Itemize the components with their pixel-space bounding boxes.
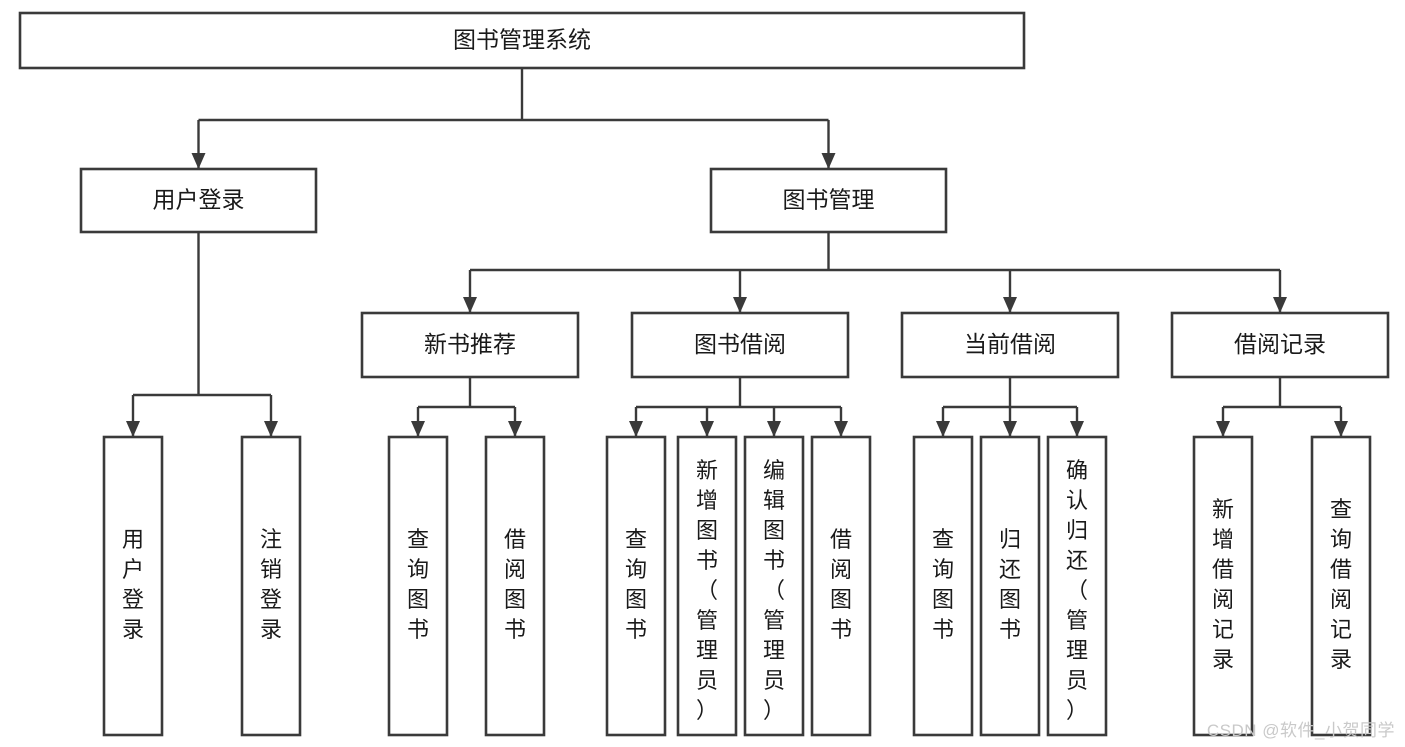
arrow-leaf-return-book	[1003, 421, 1017, 437]
node-label-leaf-query-book-rec: 查询图书	[407, 527, 429, 642]
arrow-leaf-add-book-admin	[700, 421, 714, 437]
node-label-leaf-logout-login: 注销登录	[260, 527, 282, 642]
arrow-leaf-borrow-book-rec	[508, 421, 522, 437]
node-label-root: 图书管理系统	[453, 27, 591, 53]
node-box-leaf-query-borrow-record	[1310, 435, 1372, 737]
arrow-leaf-query-book-rec	[411, 421, 425, 437]
node-leaf-user-login[interactable]: 用户登录	[102, 435, 164, 737]
node-label-leaf-return-book: 归还图书	[999, 527, 1021, 642]
node-label-leaf-query-book-borrow: 查询图书	[625, 527, 647, 642]
node-box-book-manage	[709, 167, 948, 234]
node-label-leaf-query-borrow-record: 查询借阅记录	[1330, 497, 1352, 672]
node-leaf-query-book-rec[interactable]: 查询图书	[387, 435, 449, 737]
node-label-leaf-add-borrow-record: 新增借阅记录	[1212, 497, 1234, 672]
node-label-leaf-user-login: 用户登录	[122, 527, 144, 642]
node-leaf-add-book-admin[interactable]: 新增图书（管理员）	[676, 435, 738, 737]
node-box-leaf-user-login	[102, 435, 164, 737]
node-leaf-borrow-book-rec[interactable]: 借阅图书	[484, 435, 546, 737]
node-leaf-confirm-return-admin[interactable]: 确认归还（管理员）	[1046, 435, 1108, 737]
node-box-leaf-query-book-borrow	[605, 435, 667, 737]
watermark-text: CSDN @软件_小贺同学	[1206, 721, 1395, 740]
node-leaf-add-borrow-record[interactable]: 新增借阅记录	[1192, 435, 1254, 737]
node-label-leaf-query-book-cur: 查询图书	[932, 527, 954, 642]
node-label-book-manage: 图书管理	[783, 187, 875, 213]
arrow-user-login	[191, 153, 206, 169]
arrow-book-manage	[821, 153, 836, 169]
node-leaf-query-borrow-record[interactable]: 查询借阅记录	[1310, 435, 1372, 737]
node-new-book-recommend[interactable]: 新书推荐	[360, 311, 580, 379]
node-label-user-login: 用户登录	[153, 187, 245, 213]
node-box-user-login	[79, 167, 318, 234]
node-leaf-return-book[interactable]: 归还图书	[979, 435, 1041, 737]
node-borrow-record[interactable]: 借阅记录	[1170, 311, 1390, 379]
arrow-leaf-edit-book-admin	[767, 421, 781, 437]
node-box-leaf-query-book-rec	[387, 435, 449, 737]
node-box-leaf-logout-login	[240, 435, 302, 737]
node-box-leaf-confirm-return-admin	[1046, 435, 1108, 737]
node-box-borrow-record	[1170, 311, 1390, 379]
node-label-new-book-recommend: 新书推荐	[424, 331, 516, 357]
node-label-leaf-edit-book-admin: 编辑图书（管理员）	[763, 458, 785, 723]
node-box-leaf-add-book-admin	[676, 435, 738, 737]
arrow-leaf-query-book-cur	[936, 421, 950, 437]
node-leaf-query-book-cur[interactable]: 查询图书	[912, 435, 974, 737]
node-leaf-logout-login[interactable]: 注销登录	[240, 435, 302, 737]
arrow-leaf-query-book-borrow	[629, 421, 643, 437]
node-box-leaf-query-book-cur	[912, 435, 974, 737]
node-user-login[interactable]: 用户登录	[79, 167, 318, 234]
node-box-root	[18, 11, 1026, 70]
node-book-manage[interactable]: 图书管理	[709, 167, 948, 234]
node-box-leaf-borrow-book-rec	[484, 435, 546, 737]
node-label-book-borrow: 图书借阅	[694, 331, 786, 357]
node-label-borrow-record: 借阅记录	[1234, 331, 1326, 357]
node-label-leaf-borrow-book-rec: 借阅图书	[504, 527, 526, 642]
node-box-leaf-add-borrow-record	[1192, 435, 1254, 737]
arrow-borrow-record	[1273, 297, 1287, 313]
node-root[interactable]: 图书管理系统	[18, 11, 1026, 70]
node-book-borrow[interactable]: 图书借阅	[630, 311, 850, 379]
node-leaf-query-book-borrow[interactable]: 查询图书	[605, 435, 667, 737]
arrow-new-book-recommend	[463, 297, 477, 313]
node-leaf-edit-book-admin[interactable]: 编辑图书（管理员）	[743, 435, 805, 737]
node-label-leaf-borrow-book: 借阅图书	[830, 527, 852, 642]
node-layer: 图书管理系统用户登录图书管理新书推荐图书借阅当前借阅借阅记录用户登录注销登录查询…	[18, 11, 1390, 737]
node-leaf-borrow-book[interactable]: 借阅图书	[810, 435, 872, 737]
arrow-leaf-logout-login	[264, 421, 278, 437]
node-box-leaf-borrow-book	[810, 435, 872, 737]
node-box-leaf-edit-book-admin	[743, 435, 805, 737]
node-label-leaf-add-book-admin: 新增图书（管理员）	[696, 458, 718, 723]
node-label-leaf-confirm-return-admin: 确认归还（管理员）	[1066, 458, 1088, 723]
node-box-new-book-recommend	[360, 311, 580, 379]
arrow-book-borrow	[733, 297, 747, 313]
node-label-current-borrow: 当前借阅	[964, 331, 1056, 357]
arrow-leaf-user-login	[126, 421, 140, 437]
arrow-current-borrow	[1003, 297, 1017, 313]
node-current-borrow[interactable]: 当前借阅	[900, 311, 1120, 379]
node-box-current-borrow	[900, 311, 1120, 379]
arrow-leaf-query-borrow-record	[1334, 421, 1348, 437]
node-box-leaf-return-book	[979, 435, 1041, 737]
connector-layer	[126, 68, 1348, 437]
arrow-leaf-borrow-book	[834, 421, 848, 437]
node-box-book-borrow	[630, 311, 850, 379]
arrow-leaf-add-borrow-record	[1216, 421, 1230, 437]
arrow-leaf-confirm-return-admin	[1070, 421, 1084, 437]
